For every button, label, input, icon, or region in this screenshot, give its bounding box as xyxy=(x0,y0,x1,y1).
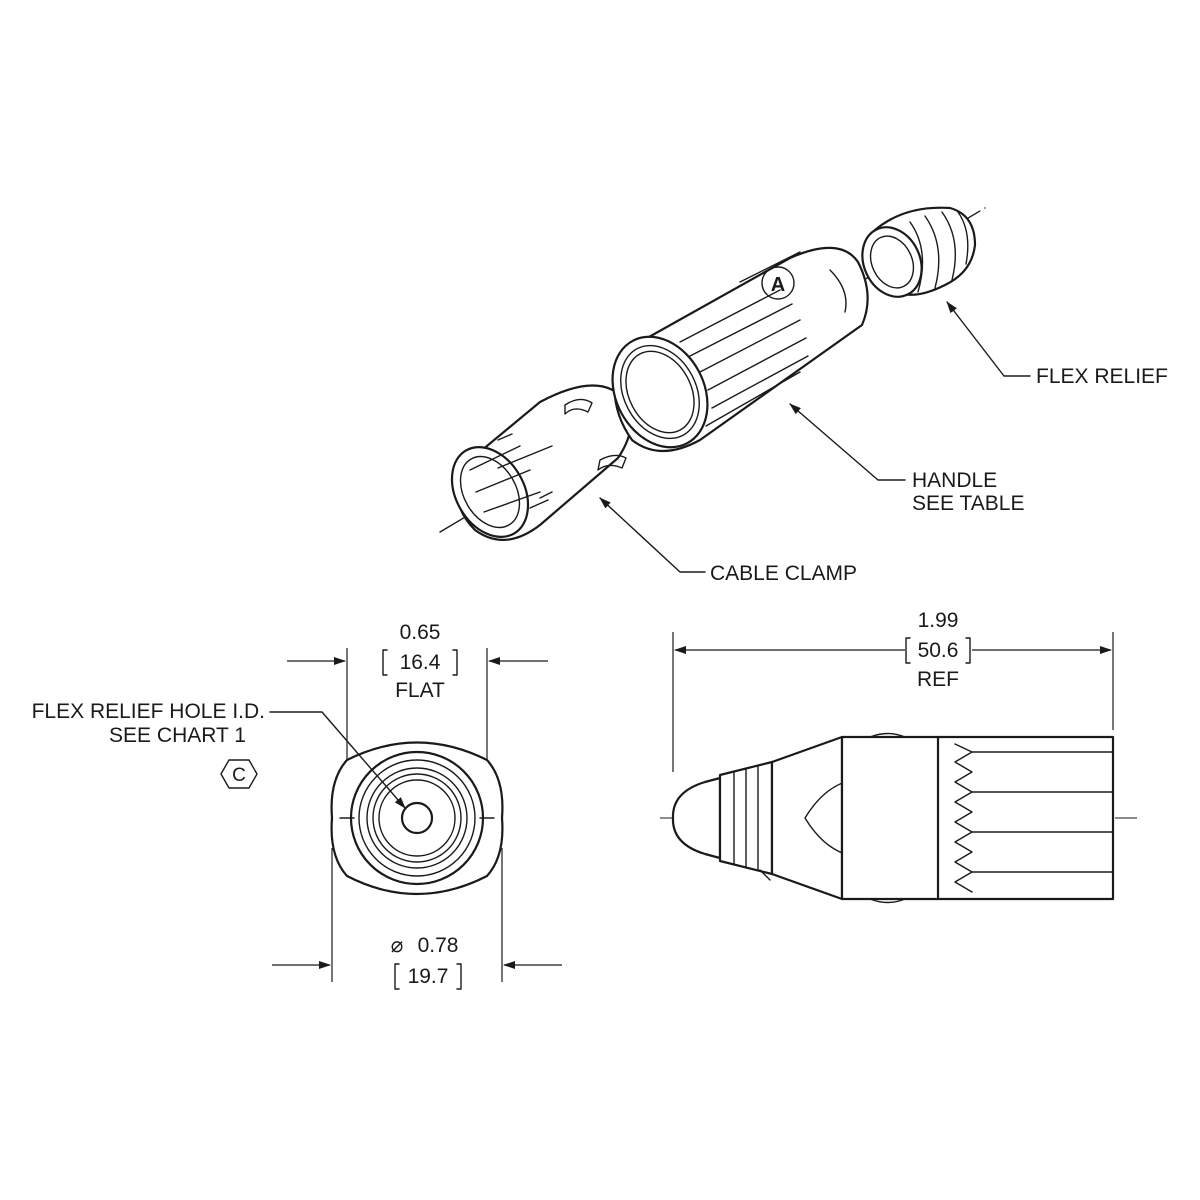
length-dim-mm-bracket xyxy=(905,637,971,664)
hex-tag-letter: C xyxy=(232,765,246,786)
flat-dim-inch: 0.65 xyxy=(400,621,441,644)
handle-part: A xyxy=(611,246,869,452)
flex-relief-part xyxy=(861,206,977,298)
callout-cable-clamp: CABLE CLAMP xyxy=(710,562,857,585)
exploded-view: A xyxy=(439,206,986,541)
flat-dim-note: FLAT xyxy=(395,679,445,702)
hex-tag: C xyxy=(220,759,258,789)
dia-dim-inch: 0.78 xyxy=(418,934,459,957)
dia-dim-label: ⌀ 0.78 xyxy=(391,934,459,957)
end-view xyxy=(272,648,562,982)
dia-dim-mm: 19.7 xyxy=(408,965,449,988)
exploded-leaders xyxy=(599,301,1031,573)
hole-callout-line1: FLEX RELIEF HOLE I.D. xyxy=(32,700,265,723)
callout-flex-relief: FLEX RELIEF xyxy=(1036,365,1168,388)
side-view xyxy=(660,632,1140,904)
dia-dim-symbol: ⌀ xyxy=(391,934,404,957)
hole-callout-line2: SEE CHART 1 xyxy=(109,724,246,747)
length-dim-inch: 1.99 xyxy=(918,609,959,632)
callout-handle-line2: SEE TABLE xyxy=(912,492,1024,515)
flat-dim-mm-bracket xyxy=(382,649,458,676)
cable-clamp-part xyxy=(450,384,633,541)
length-dim-note: REF xyxy=(917,668,959,691)
length-dim-mm: 50.6 xyxy=(918,639,959,662)
callout-handle-line1: HANDLE xyxy=(912,469,997,492)
hole-leader xyxy=(269,711,406,809)
dia-dim-mm-bracket xyxy=(394,963,462,990)
logo-mark: A xyxy=(771,274,785,296)
flat-dim-mm: 16.4 xyxy=(400,651,441,674)
